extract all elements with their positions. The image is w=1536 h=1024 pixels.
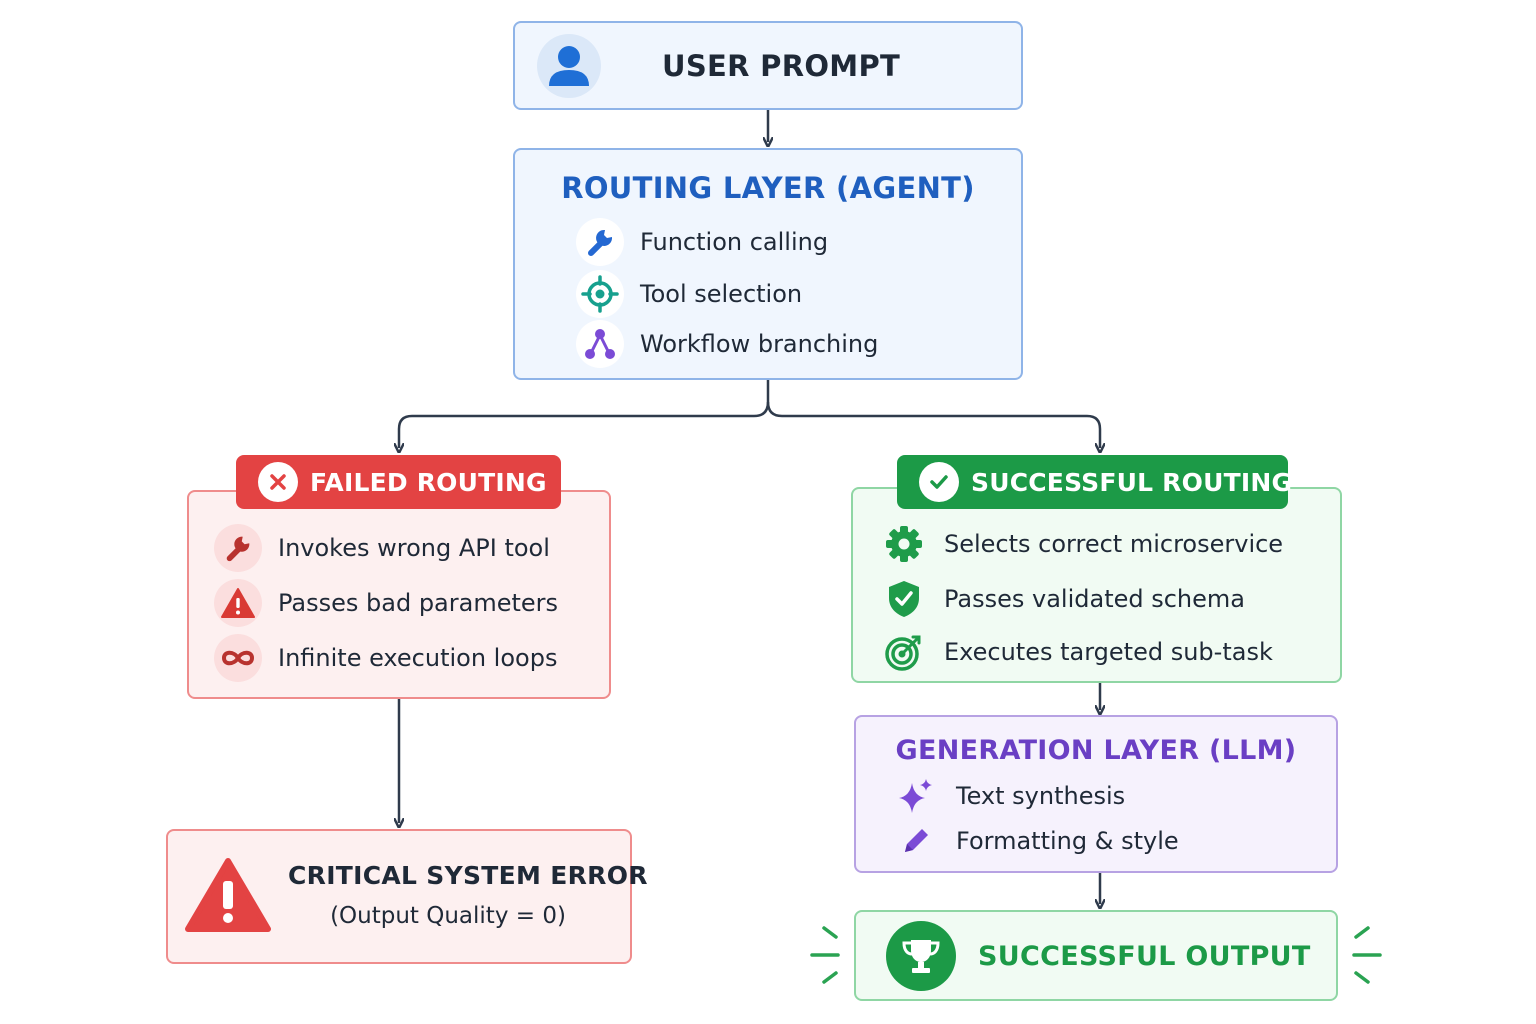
shield-check-icon xyxy=(880,575,928,623)
edge-routing-to-failed xyxy=(399,380,770,448)
critical-error-box: CRITICAL SYSTEM ERROR (Output Quality = … xyxy=(166,829,648,964)
success-item-schema: Passes validated schema xyxy=(880,575,1245,623)
x-circle-icon xyxy=(258,462,298,502)
infinity-icon xyxy=(214,634,262,682)
critical-error-subtitle: (Output Quality = 0) xyxy=(330,903,566,929)
success-item-label: Executes targeted sub-task xyxy=(944,638,1273,666)
successful-output-title: SUCCESSFUL OUTPUT xyxy=(978,941,1311,972)
crosshair-icon xyxy=(576,270,624,318)
generation-layer-box: GENERATION LAYER (LLM) Text synthesis Fo… xyxy=(854,715,1338,873)
sparkle-icon xyxy=(892,772,940,820)
routing-layer-box: ROUTING LAYER (AGENT) Function calling T… xyxy=(513,148,1023,380)
check-circle-icon xyxy=(919,462,959,502)
pencil-icon xyxy=(892,817,940,865)
generation-layer-title: GENERATION LAYER (LLM) xyxy=(895,735,1297,766)
failed-item-wrong-api: Invokes wrong API tool xyxy=(214,524,550,572)
failed-item-bad-params: Passes bad parameters xyxy=(214,579,558,627)
routing-item-function-calling: Function calling xyxy=(576,218,828,266)
user-icon xyxy=(537,34,601,98)
burst-lines-right xyxy=(1352,926,1382,984)
success-item-label: Selects correct microservice xyxy=(944,530,1284,558)
successful-routing-box: Selects correct microservice Passes vali… xyxy=(851,487,1342,683)
target-icon xyxy=(880,628,928,676)
successful-output-box: SUCCESSFUL OUTPUT xyxy=(854,910,1338,1001)
successful-routing-header: SUCCESSFUL ROUTING xyxy=(897,455,1292,509)
failed-routing-title: FAILED ROUTING xyxy=(310,467,547,497)
success-item-label: Passes validated schema xyxy=(944,585,1245,613)
wrench-icon xyxy=(214,524,262,572)
failed-routing-box: Invokes wrong API tool Passes bad parame… xyxy=(187,490,611,699)
routing-item-workflow-branching: Workflow branching xyxy=(576,320,878,368)
warning-icon xyxy=(184,855,272,939)
failed-item-label: Infinite execution loops xyxy=(278,644,558,672)
failed-item-label: Invokes wrong API tool xyxy=(278,534,550,562)
successful-routing-title: SUCCESSFUL ROUTING xyxy=(971,467,1293,497)
routing-item-tool-selection: Tool selection xyxy=(576,270,802,318)
burst-lines-left xyxy=(810,926,840,984)
failed-routing-header: FAILED ROUTING xyxy=(236,455,561,509)
generation-item-label: Formatting & style xyxy=(956,827,1179,855)
trophy-icon xyxy=(886,921,956,991)
success-item-subtask: Executes targeted sub-task xyxy=(880,628,1273,676)
wrench-icon xyxy=(576,218,624,266)
routing-item-label: Workflow branching xyxy=(640,330,879,358)
warning-icon xyxy=(214,579,262,627)
failed-item-infinite-loops: Infinite execution loops xyxy=(214,634,557,682)
user-prompt-box: USER PROMPT xyxy=(513,21,1023,110)
branch-icon xyxy=(576,320,624,368)
failed-item-label: Passes bad parameters xyxy=(278,589,559,617)
critical-error-title: CRITICAL SYSTEM ERROR xyxy=(288,861,648,890)
gear-icon xyxy=(880,520,928,568)
generation-item-text-synthesis: Text synthesis xyxy=(892,772,1125,820)
user-prompt-title: USER PROMPT xyxy=(662,49,901,83)
routing-item-label: Function calling xyxy=(640,228,829,256)
generation-item-label: Text synthesis xyxy=(956,782,1126,810)
routing-item-label: Tool selection xyxy=(640,280,803,308)
edge-routing-to-success xyxy=(766,401,1100,448)
generation-item-formatting: Formatting & style xyxy=(892,817,1179,865)
routing-layer-title: ROUTING LAYER (AGENT) xyxy=(561,171,975,205)
success-item-microservice: Selects correct microservice xyxy=(880,520,1283,568)
